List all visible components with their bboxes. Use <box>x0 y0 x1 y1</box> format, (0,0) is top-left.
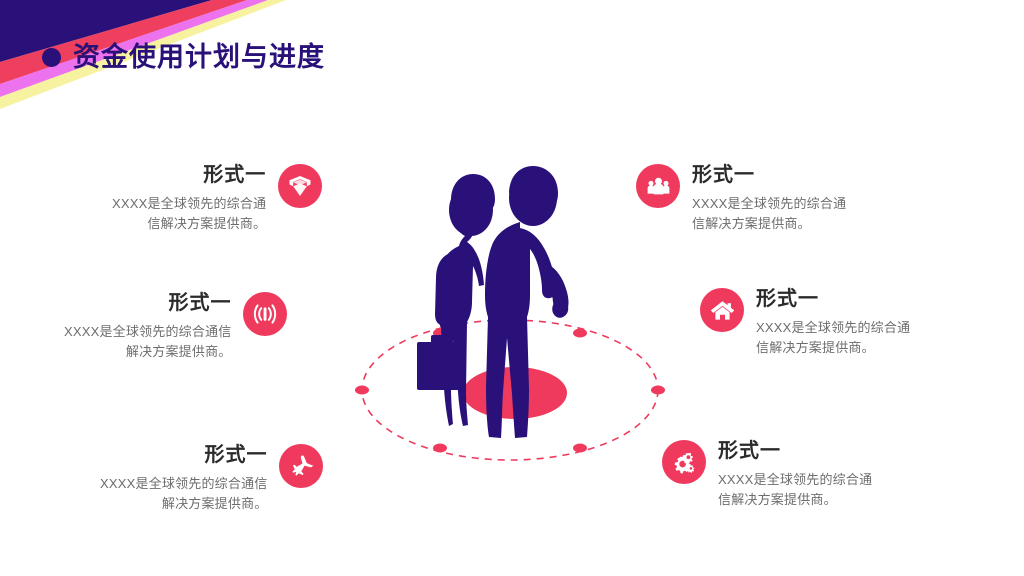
orbit-node <box>433 443 447 453</box>
feature-item-3[interactable]: 形式一 XXXX是全球领先的综合通信 解决方案提供商。 <box>100 444 324 514</box>
feature-text-1: 形式一 XXXX是全球领先的综合通 信解决方案提供商。 <box>112 164 266 234</box>
feature-text-5: 形式一 XXXX是全球领先的综合通 信解决方案提供商。 <box>756 288 910 358</box>
feature-title-3: 形式一 <box>204 444 268 466</box>
feature-body-2: XXXX是全球领先的综合通信 解决方案提供商。 <box>64 324 232 360</box>
man-silhouette <box>485 166 569 438</box>
broadcast-signal-icon[interactable] <box>243 292 288 336</box>
orbit-node <box>573 443 587 453</box>
feature-item-4[interactable]: 形式一 XXXX是全球领先的综合通 信解决方案提供商。 <box>636 164 846 234</box>
feature-item-6[interactable]: 形式一 XXXX是全球领先的综合通 信解决方案提供商。 <box>662 440 872 510</box>
feature-title-5: 形式一 <box>756 288 819 310</box>
feature-text-2: 形式一 XXXX是全球领先的综合通信 解决方案提供商。 <box>64 292 231 362</box>
feature-title-6: 形式一 <box>718 440 781 462</box>
feature-body-5: XXXX是全球领先的综合通 信解决方案提供商。 <box>756 320 911 356</box>
feature-body-1: XXXX是全球领先的综合通 信解决方案提供商。 <box>112 196 267 232</box>
feature-title-1: 形式一 <box>203 164 267 186</box>
feature-body-3: XXXX是全球领先的综合通信 解决方案提供商。 <box>100 476 268 512</box>
orbit-node <box>355 385 369 395</box>
feature-body-4: XXXX是全球领先的综合通 信解决方案提供商。 <box>692 196 847 232</box>
feature-item-1[interactable]: 形式一 XXXX是全球领先的综合通 信解决方案提供商。 <box>112 164 323 234</box>
page-title: 资金使用计划与进度 <box>73 42 325 73</box>
feature-title-4: 形式一 <box>692 164 755 186</box>
feature-text-4: 形式一 XXXX是全球领先的综合通 信解决方案提供商。 <box>692 164 846 234</box>
center-illustration <box>355 150 665 480</box>
orbit-node <box>573 328 587 338</box>
feature-item-5[interactable]: 形式一 XXXX是全球领先的综合通 信解决方案提供商。 <box>700 288 910 358</box>
woman-silhouette <box>417 174 495 426</box>
feature-text-3: 形式一 XXXX是全球领先的综合通信 解决方案提供商。 <box>100 444 267 514</box>
airplane-icon[interactable] <box>279 444 324 488</box>
home-icon[interactable] <box>700 288 744 332</box>
feature-text-6: 形式一 XXXX是全球领先的综合通 信解决方案提供商。 <box>718 440 872 510</box>
slide-header: 资金使用计划与进度 <box>42 26 325 89</box>
people-group-icon[interactable] <box>636 164 680 208</box>
open-box-icon[interactable] <box>278 164 323 208</box>
orbit-node <box>651 385 665 395</box>
gears-icon[interactable] <box>662 440 706 484</box>
feature-title-2: 形式一 <box>168 292 232 314</box>
bullet-dot-icon <box>42 48 61 68</box>
feature-body-6: XXXX是全球领先的综合通 信解决方案提供商。 <box>718 472 873 508</box>
feature-item-2[interactable]: 形式一 XXXX是全球领先的综合通信 解决方案提供商。 <box>64 292 288 362</box>
